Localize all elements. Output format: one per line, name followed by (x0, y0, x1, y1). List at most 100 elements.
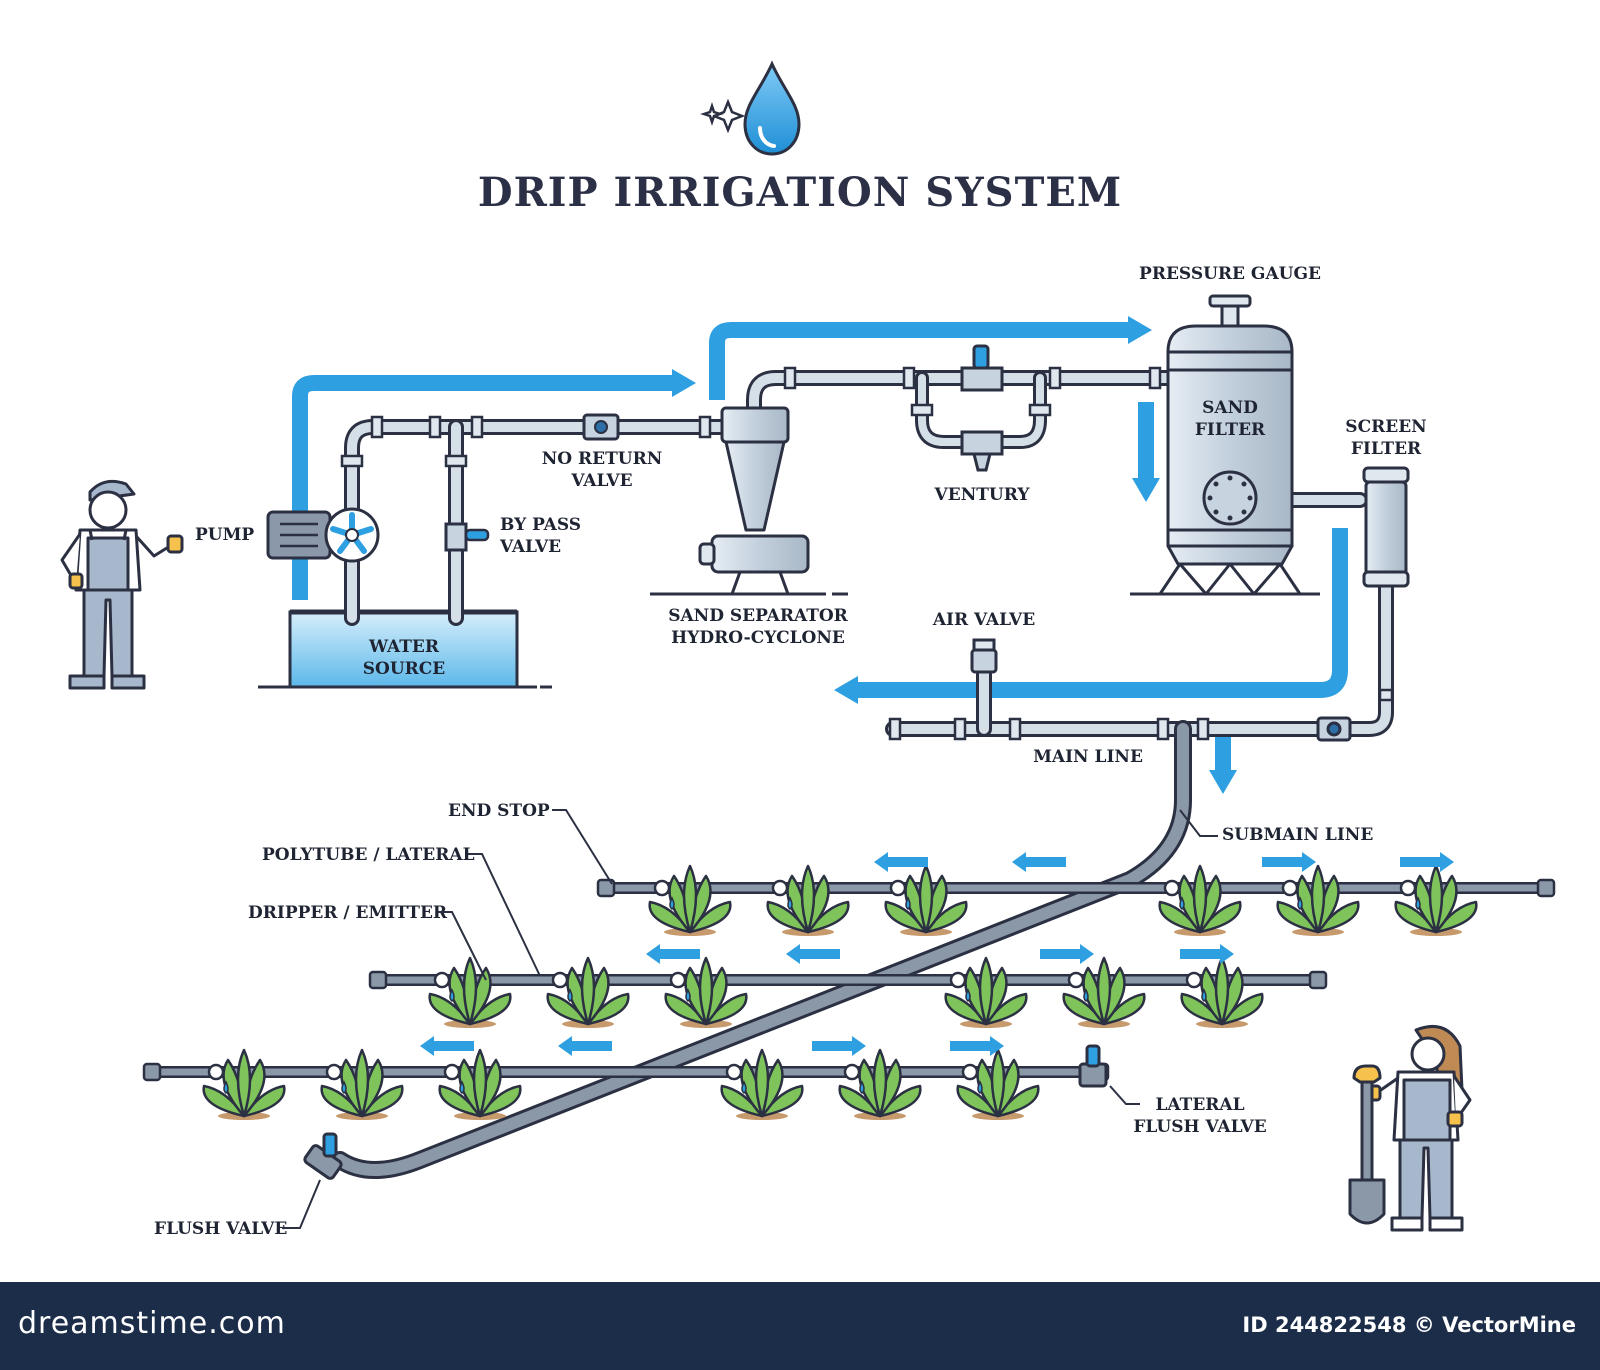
end-stop (596, 878, 616, 898)
leaf (1310, 864, 1326, 934)
plant-icon (838, 1048, 922, 1120)
flow-arrow-left (888, 857, 928, 867)
screen-filter (1362, 466, 1410, 588)
plant-icon (1158, 864, 1242, 936)
plant-icon (1276, 864, 1360, 936)
water-source-label-2: SOURCE (363, 659, 446, 679)
flow-arrowhead-right (1220, 944, 1234, 964)
leaf (682, 864, 698, 934)
lateral-flush-valve-label-1: LATERAL (1155, 1095, 1244, 1115)
leaf (698, 956, 714, 1026)
water-drop-icon (741, 1080, 747, 1094)
leaf (754, 1048, 770, 1118)
flow-arrow-right (1040, 949, 1080, 959)
water-source-tank (258, 609, 552, 689)
plant-icon (1394, 864, 1478, 936)
plant-icon (320, 1048, 404, 1120)
dripper-emitter (207, 1063, 225, 1081)
dripper-emitter (1163, 879, 1181, 897)
sand-separator-label-1: SAND SEPARATOR (668, 606, 848, 626)
submain-line (331, 720, 1192, 1179)
ventury-label: VENTURY (934, 485, 1031, 505)
ventury (960, 344, 1004, 472)
sand-filter-label-1: SAND (1202, 398, 1258, 418)
footer-brand: dreamstime.com (18, 1306, 286, 1341)
water-drop-icon (223, 1080, 229, 1094)
bypass-valve (444, 522, 490, 552)
leaf (236, 1048, 252, 1118)
flow-arrow-right (1180, 949, 1220, 959)
leaf (580, 956, 596, 1026)
plant-icon (438, 1048, 522, 1120)
shovel-icon (1348, 1064, 1386, 1225)
screen-filter-label-2: FILTER (1351, 439, 1422, 459)
water-drop-icon (449, 988, 455, 1002)
dripper-emitter (843, 1063, 861, 1081)
farmer-right-person-icon (1364, 1025, 1472, 1232)
plant-icon (766, 864, 850, 936)
plant-icon (944, 956, 1028, 1028)
flow-arrowhead-right (1080, 944, 1094, 964)
plant-icon (884, 864, 968, 936)
hydro-cyclone (650, 406, 848, 596)
dripper-emitter (1067, 971, 1085, 989)
dripper-emitter (1185, 971, 1203, 989)
end-stop (368, 970, 388, 990)
sand-filter-tank (1130, 294, 1320, 596)
footer-bar: dreamstime.com ID 244822548 © VectorMine (0, 1282, 1600, 1370)
dripper-emitter (771, 879, 789, 897)
leaf (978, 956, 994, 1026)
lateral-row (368, 944, 1328, 1028)
pressure-gauge-label: PRESSURE GAUGE (1139, 264, 1321, 284)
water-drop-icon (685, 988, 691, 1002)
flush-valve (303, 1132, 343, 1180)
main-line-valve (1316, 716, 1352, 742)
plant-icon (956, 1048, 1040, 1120)
no-return-valve-label-2: VALVE (570, 471, 632, 491)
flow-arrow-left (434, 1041, 474, 1051)
water-drop-icon (1415, 896, 1421, 910)
leaf (872, 1048, 888, 1118)
pipe-couplings (340, 366, 1394, 741)
dripper-emitter (725, 1063, 743, 1081)
lateral-flush-valve-label-2: FLUSH VALVE (1133, 1117, 1266, 1137)
air-valve-label: AIR VALVE (932, 610, 1035, 630)
pump (266, 507, 380, 563)
flow-arrowhead-right (990, 1036, 1004, 1056)
flow-arrow-right (1400, 857, 1440, 867)
flow-arrowhead-left (1012, 852, 1026, 872)
pump-label: PUMP (195, 525, 254, 545)
leaf (800, 864, 816, 934)
flow-arrowhead-left (420, 1036, 434, 1056)
flow-arrowhead-right (1302, 852, 1316, 872)
water-source-label-1: WATER (368, 637, 440, 657)
water-drop-icon (743, 60, 801, 156)
plant-icon (720, 1048, 804, 1120)
flow-arrow-right (812, 1041, 852, 1051)
water-drop-icon (1179, 896, 1185, 910)
water-drop-icon (859, 1080, 865, 1094)
flow-arrow-left (660, 949, 700, 959)
water-drop-icon (965, 988, 971, 1002)
dripper-emitter (889, 879, 907, 897)
bypass-valve-label-2: VALVE (499, 537, 561, 557)
flow-arrow-right (950, 1041, 990, 1051)
water-drop-icon (787, 896, 793, 910)
water-drop-icon (341, 1080, 347, 1094)
end-stop (1308, 970, 1328, 990)
screen-filter-label-1: SCREEN (1345, 417, 1426, 437)
air-valve (970, 638, 998, 674)
flow-arrow-left (572, 1041, 612, 1051)
water-drop-icon (977, 1080, 983, 1094)
end-stop-label: END STOP (448, 801, 550, 821)
sand-filter-label-2: FILTER (1195, 420, 1266, 440)
submain-line-label: SUBMAIN LINE (1222, 825, 1373, 845)
dripper-emitter (443, 1063, 461, 1081)
flow-arrowhead-left (786, 944, 800, 964)
lateral-row (596, 852, 1556, 936)
end-stop (142, 1062, 162, 1082)
footer-id-text: ID 244822548 © VectorMine (1242, 1313, 1576, 1337)
plant-icon (428, 956, 512, 1028)
dripper-emitter (551, 971, 569, 989)
